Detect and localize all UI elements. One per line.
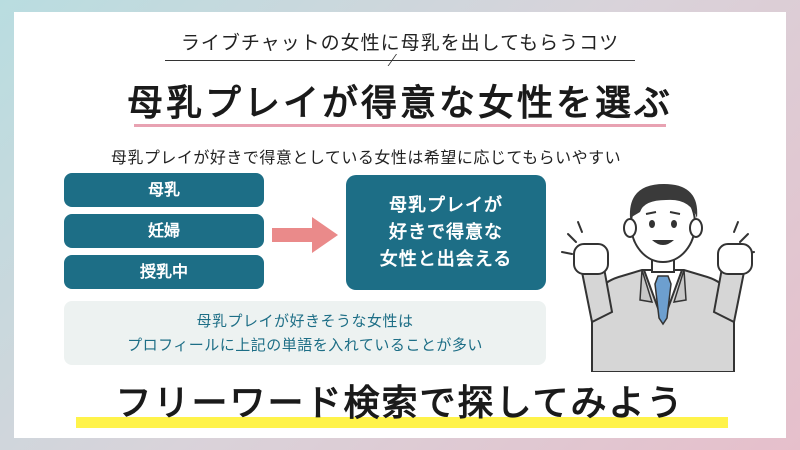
subtitle-wrap: ライブチャットの女性に母乳を出してもらうコツ [14, 28, 786, 61]
bottom-cta-text: フリーワード検索で探してみよう [115, 383, 685, 424]
content-card: ライブチャットの女性に母乳を出してもらうコツ 母乳プレイが得意な女性を選ぶ 母乳… [14, 12, 786, 438]
subtitle: ライブチャットの女性に母乳を出してもらうコツ [164, 28, 636, 61]
result-box: 母乳プレイが 好きで得意な 女性と出会える [346, 175, 546, 290]
right-arrow-icon [272, 217, 338, 253]
title-underline [134, 124, 666, 127]
keyword-tag-bonyu: 母乳 [64, 173, 264, 207]
note-line: プロフィールに上記の単語を入れていることが多い [127, 336, 483, 354]
keyword-tag-junyuchu: 授乳中 [64, 255, 264, 289]
result-line: 母乳プレイが [389, 195, 503, 216]
result-line: 好きで得意な [389, 222, 503, 243]
result-line: 女性と出会える [379, 249, 513, 270]
keyword-tag-ninpu: 妊婦 [64, 214, 264, 248]
businessman-illustration [561, 184, 755, 372]
page-title: 母乳プレイが得意な女性を選ぶ [126, 83, 673, 124]
lead-text: 母乳プレイが好きで得意としている女性は希望に応じてもらいやすい [110, 148, 622, 167]
note-line: 母乳プレイが好きそうな女性は [196, 312, 414, 330]
highlight-marker [76, 417, 728, 428]
note-box: 母乳プレイが好きそうな女性は プロフィールに上記の単語を入れていることが多い [64, 301, 546, 365]
